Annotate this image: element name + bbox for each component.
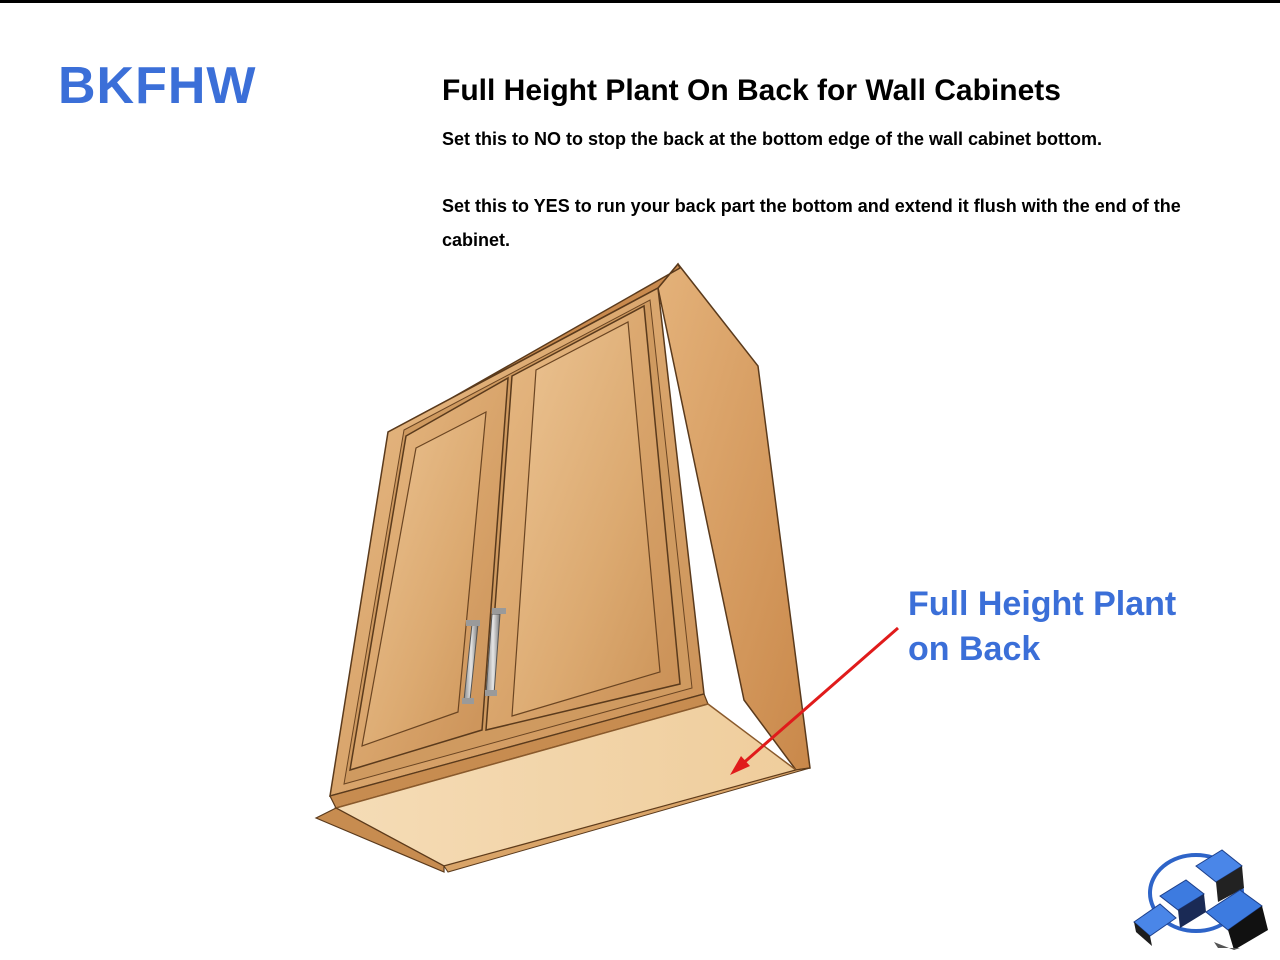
red-arrow-icon [730, 626, 899, 775]
left-door-panel [361, 410, 487, 747]
blue-cubes-logo-icon [1133, 849, 1268, 950]
back-edge-strip [443, 767, 811, 873]
door-handles [462, 608, 506, 704]
callout-line-1: Full Height Plant [908, 585, 1177, 623]
top-rule [0, 0, 1280, 3]
paragraph-yes: Set this to YES to run your back part th… [442, 196, 1181, 250]
page-code: BKFHW [58, 57, 257, 115]
callout-line-2: on Back [908, 630, 1041, 668]
paragraph-no: Set this to NO to stop the back at the b… [442, 129, 1103, 149]
right-door-panel [511, 321, 661, 717]
callout-label: Full Height Plant on Back [908, 582, 1248, 672]
page-title: Full Height Plant On Back for Wall Cabin… [442, 74, 1061, 107]
